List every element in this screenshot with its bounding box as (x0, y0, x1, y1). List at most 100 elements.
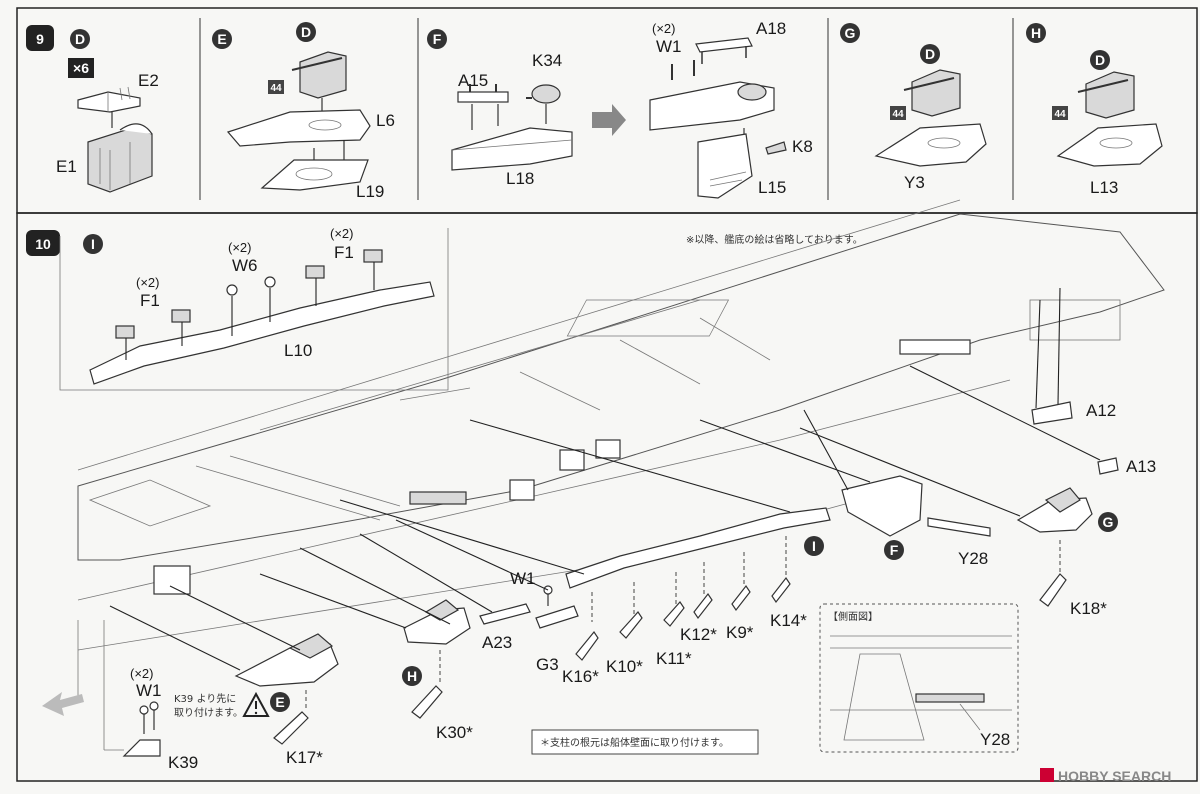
svg-text:H: H (1031, 25, 1041, 41)
svg-text:L19: L19 (356, 182, 384, 201)
part-f1 (305, 265, 325, 306)
assembled-f (649, 81, 775, 131)
svg-text:A18: A18 (756, 19, 786, 38)
svg-text:K11*: K11* (656, 649, 692, 668)
svg-text:A23: A23 (482, 633, 512, 652)
part-k34 (526, 84, 561, 104)
panel-e: E D 44 L6 L19 (212, 22, 395, 201)
panel-g: G D 44 Y3 (840, 23, 987, 192)
step9-frame (16, 7, 1198, 214)
part-l6 (226, 109, 371, 147)
part-l18 (451, 127, 573, 171)
strut-k30 (411, 685, 443, 719)
svg-text:H: H (407, 668, 417, 684)
quantity-badge (68, 58, 94, 78)
svg-text:K16*: K16* (562, 667, 599, 686)
assembly-g: G (799, 427, 1118, 572)
svg-text:F: F (890, 542, 899, 558)
svg-text:F1: F1 (334, 243, 354, 262)
svg-text:K39: K39 (168, 753, 198, 772)
svg-text:K30*: K30* (436, 723, 473, 742)
part-a23 (359, 533, 531, 625)
top-note: ※以降、艦底の絵は省略しております。 (686, 233, 863, 246)
part-g3 (535, 605, 579, 629)
svg-text:A12: A12 (1086, 401, 1116, 420)
part-a13 (909, 365, 1119, 475)
part-label-e1: E1 (56, 157, 77, 176)
part-label-e2: E2 (138, 71, 159, 90)
hull-drawing (77, 199, 1165, 700)
svg-text:取り付けます。: 取り付けます。 (174, 706, 243, 719)
svg-text:9: 9 (36, 31, 44, 47)
svg-text:F: F (433, 31, 442, 47)
callout-circle-d (70, 29, 90, 49)
svg-text:Y28: Y28 (980, 730, 1010, 749)
inset-i: I (×2) F1 (×2) W6 (×2) F1 L10 (59, 226, 449, 391)
svg-text:G3: G3 (536, 655, 559, 674)
svg-text:G: G (1103, 514, 1114, 530)
svg-text:K8: K8 (792, 137, 813, 156)
svg-text:D: D (1095, 52, 1105, 68)
svg-text:Y3: Y3 (904, 173, 925, 192)
assembly-f: F (699, 409, 923, 560)
strut-k16 (575, 630, 599, 661)
svg-text:K12*: K12* (680, 625, 717, 644)
assembly-e: E (109, 585, 339, 712)
strut-k17 (273, 711, 309, 745)
part-f1 (363, 249, 383, 290)
svg-text:D: D (925, 46, 935, 62)
panel-h: H D 44 L13 (1026, 23, 1163, 197)
svg-text:L18: L18 (506, 169, 534, 188)
strut-k14 (771, 576, 791, 604)
svg-text:D: D (75, 31, 85, 47)
svg-text:44: 44 (892, 109, 904, 120)
svg-text:HOBBY SEARCH: HOBBY SEARCH (1058, 768, 1171, 784)
assembly-h: H (259, 547, 471, 686)
part-a15 (457, 84, 509, 103)
footnote: ＊支柱の根元は船体壁面に取り付けます。 (531, 729, 759, 755)
svg-text:W6: W6 (232, 256, 258, 275)
warning-icon (242, 691, 270, 717)
strut-k12 (693, 592, 713, 620)
part-l19 (260, 159, 369, 191)
part-k39 (103, 620, 161, 757)
part-f1 (171, 309, 191, 346)
part-w6 (264, 276, 276, 322)
svg-text:F1: F1 (140, 291, 160, 310)
svg-text:44: 44 (270, 83, 282, 94)
part-w1 (139, 701, 159, 734)
step10-frame (16, 212, 1198, 782)
svg-text:(×2): (×2) (228, 240, 251, 255)
part-k18 (1039, 573, 1067, 607)
svg-text:E: E (275, 694, 284, 710)
svg-text:(×2): (×2) (136, 275, 159, 290)
svg-text:K39 より先に: K39 より先に (174, 693, 236, 705)
step10-number: 10 (26, 230, 60, 256)
direction-arrow-icon (42, 692, 84, 716)
part-e1 (87, 123, 153, 193)
svg-text:W1: W1 (656, 37, 682, 56)
strut-k9 (731, 584, 751, 612)
part-y3 (874, 123, 987, 167)
svg-text:K17*: K17* (286, 748, 323, 767)
part-l10 (89, 281, 435, 385)
svg-text:K18*: K18* (1070, 599, 1107, 618)
svg-text:E: E (217, 31, 226, 47)
svg-text:W1: W1 (136, 681, 162, 700)
watermark-logo: HOBBY SEARCH (1040, 768, 1171, 784)
mount-d-icon (903, 69, 961, 117)
svg-text:L10: L10 (284, 341, 312, 360)
svg-text:【側面図】: 【側面図】 (828, 610, 878, 623)
side-view-inset: 【側面図】 (819, 603, 1019, 753)
svg-text:44: 44 (1054, 109, 1066, 120)
svg-text:Y28: Y28 (958, 549, 988, 568)
svg-text:K10*: K10* (606, 657, 643, 676)
svg-text:K34: K34 (532, 51, 562, 70)
assembly-i: I (339, 419, 831, 622)
strut-k10 (619, 611, 643, 639)
svg-text:＊支柱の根元は船体壁面に取り付けます。: ＊支柱の根元は船体壁面に取り付けます。 (540, 736, 729, 749)
svg-text:W1: W1 (510, 569, 536, 588)
part-a18 (695, 37, 753, 64)
step9-number: 9 (26, 25, 54, 51)
